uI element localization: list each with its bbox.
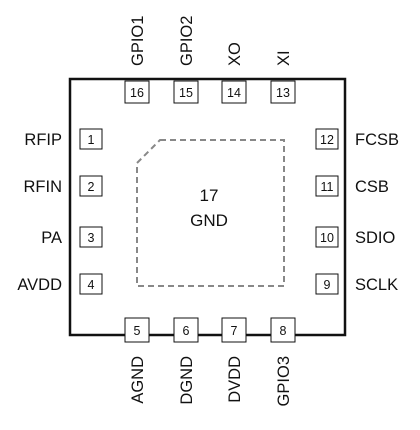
- pin-number: 16: [130, 86, 144, 100]
- pin-number: 2: [88, 180, 95, 194]
- pin-name: RFIN: [24, 178, 63, 196]
- pin-pad: [79, 175, 103, 197]
- bottom-pin-5: 5 AGND: [124, 317, 150, 404]
- pin-number: 8: [280, 324, 287, 338]
- pin-pad: [315, 226, 339, 248]
- left-pin-2: 2 RFIN: [24, 175, 103, 197]
- pin-name: XI: [275, 50, 293, 66]
- pin-name: GPIO1: [129, 16, 147, 66]
- pin-name: CSB: [355, 178, 389, 196]
- bottom-pin-6: 6 DGND: [173, 317, 199, 405]
- pin-name: SCLK: [355, 276, 398, 294]
- pin-pad: [124, 80, 150, 104]
- pin-number: 1: [88, 133, 95, 147]
- right-pin-10: 10 SDIO: [315, 226, 396, 248]
- pin-name: XO: [226, 42, 244, 66]
- pin-name: GPIO3: [275, 356, 293, 406]
- pin-number: 5: [134, 324, 141, 338]
- right-pin-12: 12 FCSB: [315, 128, 399, 150]
- right-pin-11: 11 CSB: [315, 175, 389, 197]
- pin-pad: [270, 80, 296, 104]
- pin-name: GPIO2: [178, 16, 196, 66]
- pin-name: FCSB: [355, 131, 399, 149]
- pin-name: AVDD: [17, 276, 62, 294]
- pin-number: 6: [183, 324, 190, 338]
- pin-number: 4: [88, 278, 95, 292]
- top-pin-13: 13 XI: [270, 50, 296, 104]
- pin-number: 7: [231, 324, 238, 338]
- top-pin-15: 15 GPIO2: [173, 16, 199, 104]
- pin-pad: [173, 317, 199, 343]
- pin-number: 11: [321, 180, 334, 194]
- bottom-pin-7: 7 DVDD: [221, 317, 247, 403]
- pin-pad: [173, 80, 199, 104]
- pin-name: PA: [41, 229, 62, 247]
- pin-name: RFIP: [24, 131, 62, 149]
- pin-number: 14: [227, 86, 241, 100]
- pin-pad: [221, 80, 247, 104]
- pin-number: 13: [276, 86, 290, 100]
- exposed-pad-outline: [136, 139, 285, 287]
- pin-number: 12: [320, 133, 334, 147]
- top-pin-16: 16 GPIO1: [124, 16, 150, 104]
- pin-number: 9: [324, 278, 331, 292]
- pin-pad: [315, 128, 339, 150]
- left-pin-4: 4 AVDD: [17, 273, 103, 295]
- pin-pad: [79, 128, 103, 150]
- top-pin-14: 14 XO: [221, 42, 247, 104]
- pin-name: DVDD: [226, 356, 244, 403]
- pin-name: SDIO: [355, 229, 396, 247]
- pin-pad: [124, 317, 150, 343]
- pin-pad: [315, 175, 339, 197]
- pin-pad: [79, 273, 103, 295]
- pin-number: 15: [179, 86, 193, 100]
- center-pin-number: 17: [200, 186, 219, 205]
- center-pin-name: GND: [190, 211, 228, 230]
- pin-pad: [315, 273, 339, 295]
- left-pin-3: 3 PA: [41, 226, 103, 248]
- pin-number: 3: [88, 231, 95, 245]
- pin-number: 10: [320, 231, 334, 245]
- pin-pad: [221, 317, 247, 343]
- left-pin-1: 1 RFIP: [24, 128, 103, 150]
- right-pin-9: 9 SCLK: [315, 273, 398, 295]
- pin-pad: [79, 226, 103, 248]
- pin-name: AGND: [129, 356, 147, 404]
- pin-pad: [270, 317, 296, 343]
- pin-name: DGND: [178, 356, 196, 405]
- package-body: [68, 77, 347, 337]
- bottom-pin-8: 8 GPIO3: [270, 317, 296, 406]
